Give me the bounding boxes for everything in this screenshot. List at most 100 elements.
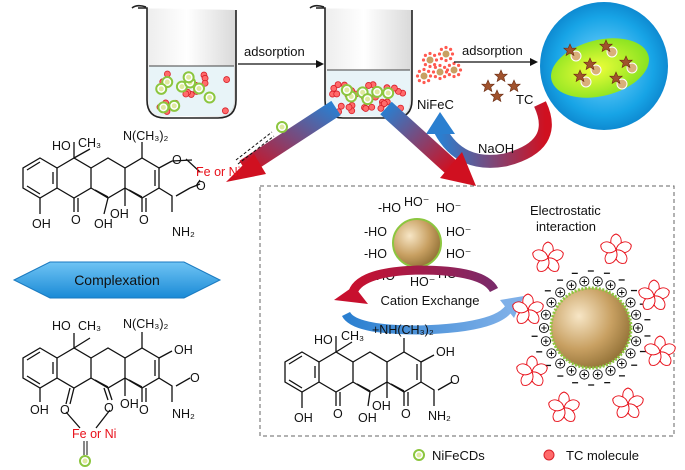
plus-charge <box>592 276 603 287</box>
cation-exchange-cycle: Cation Exchange <box>334 265 524 335</box>
tc-particle <box>368 103 376 111</box>
nifec-particle <box>415 67 433 85</box>
hydroxyl-label-2: HO⁻ <box>404 195 429 209</box>
tc-bottom-metal-label: Fe or Ni <box>72 427 117 467</box>
svg-text:Fe or Ni: Fe or Ni <box>196 165 240 179</box>
tc-p-ch3-label: CH₃ <box>341 329 364 343</box>
naoh-label: NaOH <box>478 141 514 156</box>
tc-protonated-labels: HO CH₃ +NH(CH₃)₂ OH OH O OH OH O O NH₂ <box>294 323 460 425</box>
nifec-particle <box>445 61 463 79</box>
cd-particle <box>340 84 353 97</box>
adsorption-label-right: adsorption <box>462 43 523 58</box>
hydroxyl-label-4: -HO <box>364 225 387 239</box>
tc-top-labels: HO CH₃ N(CH₃)₂ O OH O OH OH O O NH₂ <box>32 129 206 239</box>
nifec-particle <box>421 51 439 69</box>
tc-top-ni-label: Ni <box>229 165 241 179</box>
legend: NiFeCDs TC molecule <box>413 448 639 463</box>
tc-metal-complex-structure-bottom <box>22 332 191 429</box>
tc-bot-ni-label: Ni <box>105 427 117 441</box>
tc-particle <box>362 105 370 112</box>
plus-charge <box>605 365 616 376</box>
tc-flower-molecule <box>547 392 581 424</box>
tc-bot-ndimethyl-label: N(CH₃)₂ <box>123 317 168 331</box>
plus-charge <box>540 309 552 320</box>
tc-top-o-label-3: O <box>139 213 149 227</box>
tc-top-or-label: or <box>211 165 229 179</box>
tc-p-oh-label-1: OH <box>436 345 455 359</box>
tc-particle <box>223 76 231 83</box>
tc-bot-o-label-2: O <box>104 401 114 415</box>
legend-nifecds-icon <box>413 449 425 461</box>
legend-tc-icon <box>543 449 555 461</box>
hydroxyl-label-6: -HO <box>364 247 387 261</box>
cd-particle <box>371 85 384 98</box>
cation-exchange-label: Cation Exchange <box>380 293 479 308</box>
nifec-particle <box>431 63 449 81</box>
adsorption-arrow-left: adsorption <box>238 44 324 68</box>
tc-top-o-label-2: O <box>71 213 81 227</box>
tc-particle <box>333 90 341 98</box>
tc-label: TC <box>516 92 533 107</box>
adsorption-arrow-right: adsorption <box>454 43 538 66</box>
tc-top-o-label-4: O <box>196 179 206 193</box>
plus-charge <box>566 365 577 376</box>
tc-particle <box>221 107 229 115</box>
tc-p-nh2-label: NH₂ <box>428 409 451 423</box>
tc-bot-o-label-3: O <box>139 403 149 417</box>
plus-charge <box>546 348 557 359</box>
tc-bot-o-label-1: O <box>60 403 70 417</box>
tc-bot-oh-label-3: OH <box>120 397 139 411</box>
hydroxyl-label-7: HO⁻ <box>446 247 471 261</box>
tc-bot-oh-label-1: OH <box>174 343 193 357</box>
tc-bot-o-label-4: O <box>190 371 200 385</box>
arrow-to-mechanism-box <box>380 101 476 186</box>
tc-top-ho-label: HO <box>52 139 71 153</box>
tc-p-oh-label-3: OH <box>358 411 377 425</box>
hydroxyl-label-5: HO⁻ <box>446 225 471 239</box>
tc-flower-molecule <box>599 234 633 266</box>
tc-p-o-label-1: O <box>333 407 343 421</box>
plus-charge <box>540 336 552 347</box>
plus-charge <box>625 348 636 359</box>
tc-bot-ch3-label: CH₃ <box>78 319 101 333</box>
arrow-to-complexation <box>226 100 341 182</box>
plus-charge <box>546 297 557 308</box>
tc-p-o-label-3: O <box>450 373 460 387</box>
tc-p-protonated-n-label: +NH(CH₃)₂ <box>372 323 434 337</box>
tc-particle <box>377 104 385 112</box>
plus-charge <box>555 358 566 369</box>
tc-flower-molecule <box>531 242 565 274</box>
cd-particle <box>182 71 195 84</box>
plus-charge <box>616 358 627 369</box>
tc-bot-oh-label-2: OH <box>30 403 49 417</box>
cd-particle <box>168 99 181 112</box>
tc-top-oh-label-3: OH <box>110 207 129 221</box>
tc-top-oh-label-1: OH <box>32 217 51 231</box>
bubble-clusters <box>563 39 638 90</box>
tc-p-oh-label-2: OH <box>294 411 313 425</box>
plus-charge <box>616 287 627 298</box>
beaker-left <box>131 4 237 119</box>
electrostatic-label-2: interaction <box>536 219 596 234</box>
hydroxyl-label-9: HO⁻ <box>410 275 435 289</box>
hydroxyl-label-3: HO⁻ <box>436 201 461 215</box>
adsorbed-bubble <box>540 2 668 130</box>
tc-bot-nh2-label: NH₂ <box>172 407 195 421</box>
tc-p-o-label-2: O <box>401 407 411 421</box>
tc-top-nh2-label: NH₂ <box>172 225 195 239</box>
nifec-particle <box>437 45 455 63</box>
hydroxyl-label-1: -HO <box>378 201 401 215</box>
beaker-right <box>309 4 413 119</box>
cd-particle <box>203 91 216 104</box>
legend-nifecds-label: NiFeCDs <box>432 448 485 463</box>
plus-charge <box>555 287 566 298</box>
tc-flower-molecule <box>611 388 645 420</box>
adsorption-label-left: adsorption <box>244 44 305 59</box>
plus-charge <box>625 297 636 308</box>
tc-particle <box>337 102 345 110</box>
plus-charge <box>630 336 642 347</box>
tc-top-metal-label: Fe or Ni <box>185 121 288 187</box>
tc-p-oh-label-4: OH <box>372 399 391 413</box>
plus-charge <box>538 322 550 334</box>
